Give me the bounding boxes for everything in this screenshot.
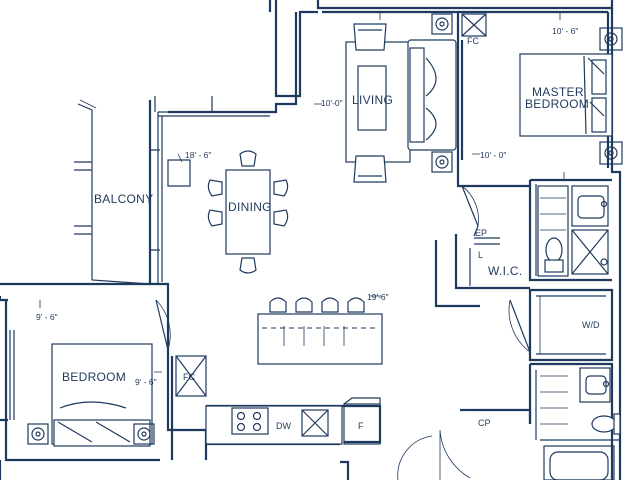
master-width-dimension: 10' - 6"	[552, 26, 578, 36]
bedroom-width-dimension: 9' - 6"	[36, 312, 58, 322]
wic-label: W.I.C.	[488, 264, 522, 278]
kitchen-counter	[205, 397, 381, 445]
coat-closet-label: CP	[478, 418, 491, 428]
dishwasher-label: DW	[276, 421, 291, 431]
fan-coil-bottom-label: FC	[183, 372, 195, 382]
bedroom-label: BEDROOM	[62, 370, 126, 384]
kitchen-dimension: 19'-6"	[367, 292, 389, 302]
living-width-dimension: 10'-0"	[321, 98, 343, 108]
dimension-ticks	[39, 12, 565, 373]
balcony-label: BALCONY	[94, 192, 153, 206]
master-depth-dimension: 10' - 0"	[480, 150, 506, 160]
door-swings	[155, 185, 531, 480]
master-bed	[519, 53, 613, 137]
ensuite-bath	[537, 185, 609, 277]
dining-dimension: 18' - 6"	[185, 150, 211, 160]
second-bath	[540, 367, 621, 480]
fan-coil-units	[175, 13, 487, 397]
fan-coil-top-label: FC	[467, 36, 479, 46]
master-bedroom-label-line2: BEDROOM	[525, 97, 589, 111]
bedroom-depth-dimension: 9' - 6"	[135, 377, 157, 387]
living-furniture	[345, 23, 457, 183]
dining-table	[207, 150, 289, 274]
fridge-label: F	[358, 421, 364, 431]
washer-dryer-label: W/D	[582, 320, 600, 330]
linen-closet-label: L	[478, 250, 483, 260]
kitchen-island	[257, 297, 383, 365]
living-label: LIVING	[352, 93, 393, 107]
master-bedroom-label-line1: MASTER	[532, 85, 584, 99]
dining-label: DINING	[228, 200, 272, 214]
nightstands	[431, 13, 623, 173]
bedroom-bed	[27, 343, 155, 447]
electrical-panel-label: EP	[475, 228, 487, 238]
